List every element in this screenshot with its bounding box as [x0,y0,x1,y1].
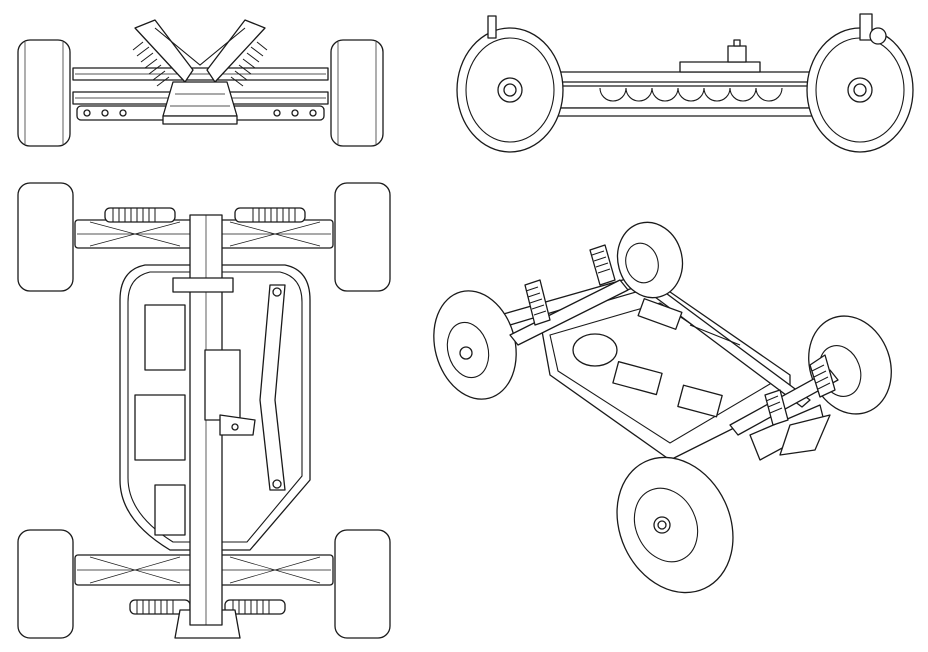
front-shocks [132,19,268,87]
iso-esc [612,361,663,396]
top-front-left-wheel [17,182,74,292]
side-motor [727,45,747,63]
top-rear-left-wheel [17,529,74,639]
side-rear-tower [487,15,497,39]
top-battery-strap [204,349,241,421]
iso-front-right-wheel [616,221,684,299]
side-view [450,10,920,155]
front-left-wheel [17,39,71,147]
iso-motor [572,333,618,367]
side-chassis [489,39,881,117]
side-rear-wheel [456,27,564,153]
isometric-view [430,221,900,605]
front-view [15,10,390,150]
top-rear-right-wheel [334,529,391,639]
top-view [15,180,395,645]
iso-rear-suspension [729,354,839,461]
side-front-wheel [806,27,914,153]
front-skid-plate [162,115,238,125]
iso-rear-left-wheel [616,456,734,594]
front-bulkhead [162,81,238,117]
top-steering-link [259,284,286,491]
iso-front-left-wheel [433,290,517,400]
top-servo-mount [172,277,234,293]
iso-receiver [677,384,723,418]
front-right-wheel [330,39,384,147]
top-motor [154,484,186,536]
top-esc [134,394,186,461]
side-front-tower [859,13,873,41]
iso-battery [637,298,683,330]
top-front-right-wheel [334,182,391,292]
iso-front-suspension [509,244,629,346]
top-receiver [144,304,186,371]
